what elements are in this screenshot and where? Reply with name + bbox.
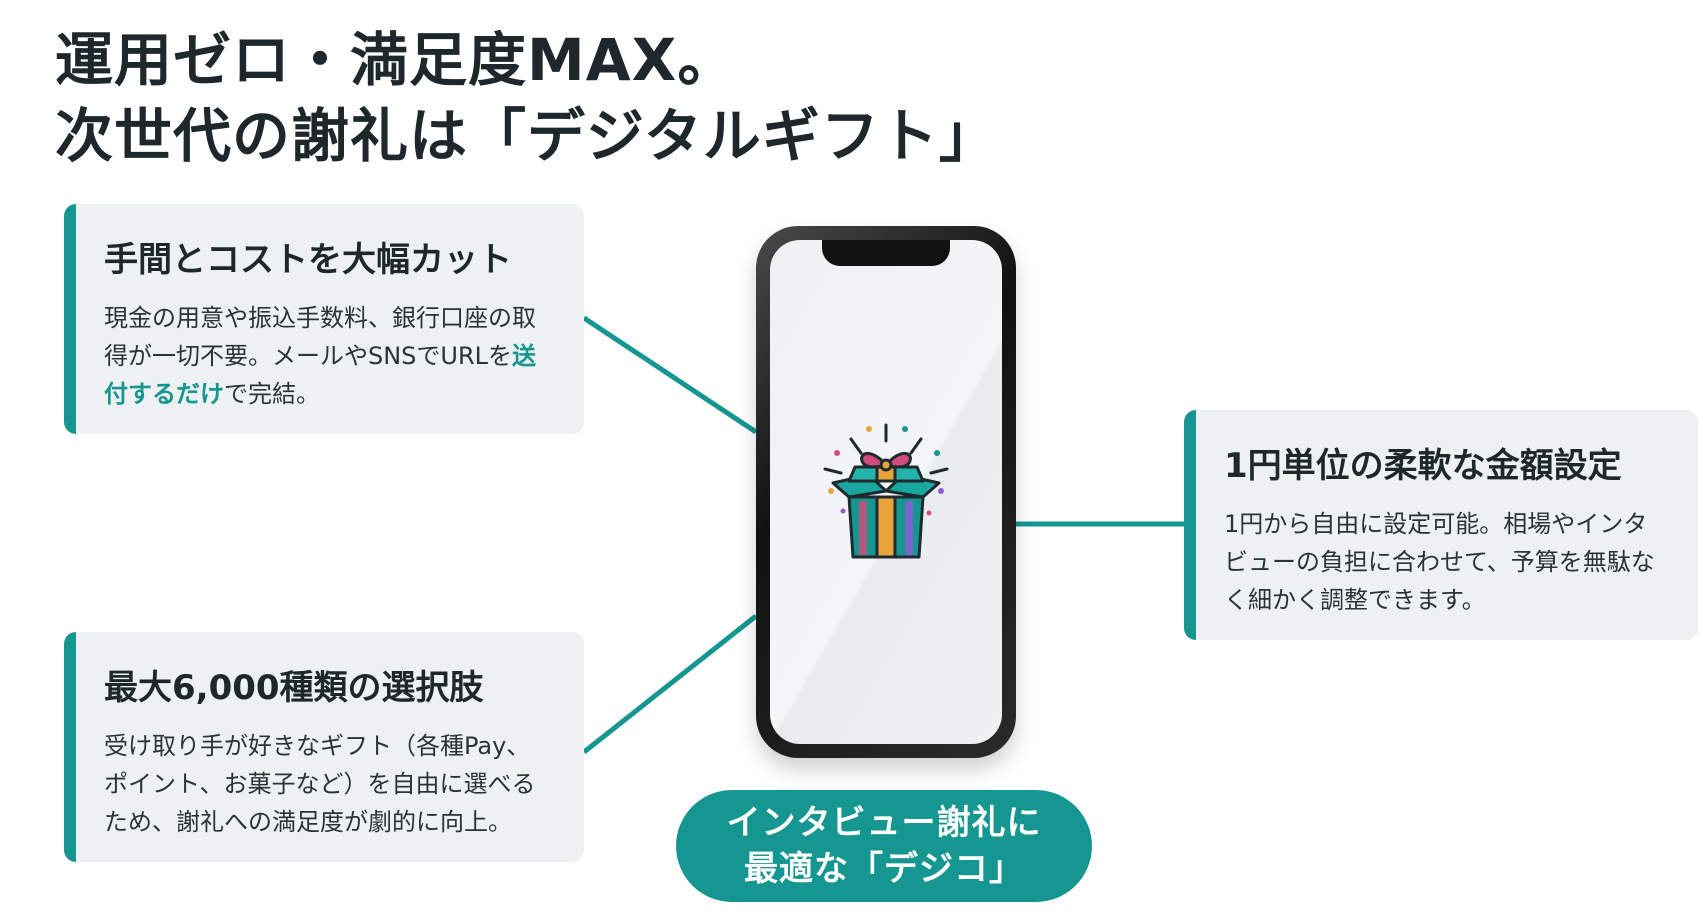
feature-card-amount: 1円単位の柔軟な金額設定 1円から自由に設定可能。相場やインタビューの負担に合わ… — [1184, 410, 1698, 640]
feature-card-text-highlight: 送付するだけ — [104, 342, 537, 408]
page-title: 運用ゼロ・満足度MAX。 次世代の謝礼は「デジタルギフト」 — [55, 22, 998, 174]
feature-card-title: 最大6,000種類の選択肢 — [104, 668, 484, 708]
connector-line-top-left — [582, 315, 758, 435]
feature-card-choices: 最大6,000種類の選択肢 受け取り手が好きなギフト（各種Pay、ポイント、お菓… — [64, 632, 584, 862]
feature-card-text-before: 現金の用意や振込手数料、銀行口座の取得が一切不要。メールやSNSでURLを — [104, 304, 536, 370]
phone-screen — [770, 240, 1002, 744]
page-title-line1: 運用ゼロ・満足度MAX。 — [55, 26, 737, 94]
cta-line1: インタビュー謝礼に — [726, 803, 1042, 843]
page-title-line2: 次世代の謝礼は「デジタルギフト」 — [55, 102, 998, 170]
cta-line2: 最適な「デジコ」 — [744, 849, 1024, 889]
feature-card-text: 受け取り手が好きなギフト（各種Pay、ポイント、お菓子など）を自由に選べるため、… — [104, 732, 536, 836]
feature-card-text-after: で完結。 — [224, 380, 320, 408]
feature-card-title: 1円単位の柔軟な金額設定 — [1224, 446, 1622, 486]
gift-box-icon — [823, 423, 949, 559]
feature-card-text: 1円から自由に設定可能。相場やインタビューの負担に合わせて、予算を無駄なく細かく… — [1224, 510, 1655, 614]
cta-banner: インタビュー謝礼に 最適な「デジコ」 — [676, 790, 1092, 902]
feature-card-title: 手間とコストを大幅カット — [104, 240, 512, 280]
phone-notch — [822, 240, 950, 266]
feature-card-cost: 手間とコストを大幅カット 現金の用意や振込手数料、銀行口座の取得が一切不要。メー… — [64, 204, 584, 434]
feature-card-text: 現金の用意や振込手数料、銀行口座の取得が一切不要。メールやSNSでURLを送付す… — [104, 299, 554, 413]
connector-line-bottom-left — [582, 614, 758, 754]
smartphone-illustration — [756, 226, 1016, 758]
